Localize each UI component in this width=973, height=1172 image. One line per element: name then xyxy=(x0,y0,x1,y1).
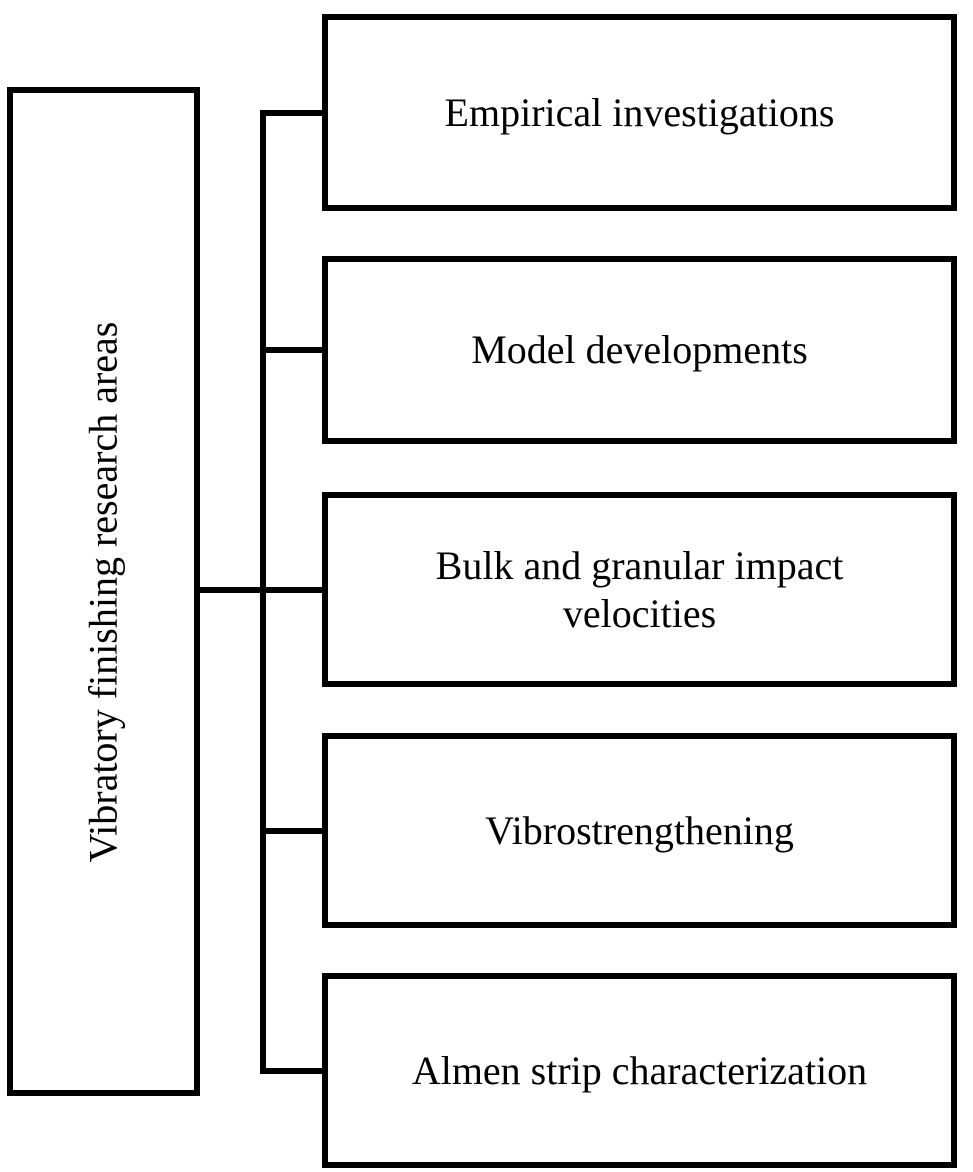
root-node-vibratory-finishing: Vibratory finishing research areas xyxy=(7,87,200,1096)
branch-connector-almen xyxy=(260,1068,322,1074)
branch-node-empirical-investigations: Empirical investigations xyxy=(322,14,957,211)
branch-node-model-developments: Model developments xyxy=(322,256,957,444)
branch-node-label: Vibrostrengthening xyxy=(485,807,794,853)
branch-node-bulk-granular-impact-velocities: Bulk and granular impact velocities xyxy=(322,492,957,687)
branch-node-label: Almen strip characterization xyxy=(411,1047,868,1093)
branch-connector-vibrostrengthening xyxy=(260,828,322,834)
branch-connector-bulk-root-stub xyxy=(197,587,322,593)
branch-node-label: Model developments xyxy=(471,327,808,372)
branch-connector-empirical xyxy=(260,110,322,116)
branch-node-label: Empirical investigations xyxy=(444,89,835,135)
branch-node-almen-strip-characterization: Almen strip characterization xyxy=(322,973,957,1168)
branch-node-label: Bulk and granular impact velocities xyxy=(435,542,844,636)
branch-connector-model xyxy=(260,347,322,353)
root-node-label: Vibratory finishing research areas xyxy=(80,321,126,862)
branch-node-vibrostrengthening: Vibrostrengthening xyxy=(322,733,957,928)
